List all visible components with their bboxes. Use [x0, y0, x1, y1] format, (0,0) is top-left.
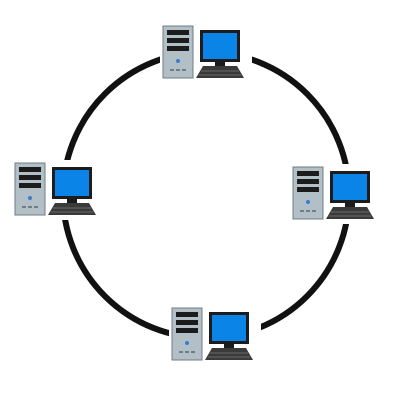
monitor-screen	[212, 315, 246, 341]
tower-slot	[182, 69, 186, 71]
tower-slot	[185, 351, 189, 353]
tower-slot	[306, 210, 310, 212]
keyboard-body	[205, 348, 253, 360]
keyboard-icon	[205, 348, 253, 360]
monitor-icon	[330, 171, 370, 207]
keyboard-icon	[48, 203, 96, 215]
tower-slot	[170, 69, 174, 71]
tower-power-led	[28, 196, 32, 200]
tower-slot	[28, 206, 32, 208]
keyboard-body	[326, 207, 374, 219]
tower-slot	[312, 210, 316, 212]
workstation-icon-bottom	[169, 305, 261, 365]
tower-slot	[34, 206, 38, 208]
tower-drive-bay	[176, 328, 198, 333]
tower-drive-bay	[297, 187, 319, 192]
tower-drive-bay	[19, 183, 41, 188]
tower-drive-bay	[297, 171, 319, 176]
monitor-stand	[215, 62, 225, 66]
tower-drive-bay	[167, 30, 189, 35]
tower-power-led	[306, 200, 310, 204]
tower-drive-bay	[176, 320, 198, 325]
keyboard-icon	[196, 66, 244, 78]
monitor-icon	[209, 312, 249, 348]
workstation-icon-right	[290, 164, 382, 224]
nodes-layer	[12, 23, 382, 365]
tower-drive-bay	[297, 179, 319, 184]
monitor-icon	[52, 167, 92, 203]
tower-icon	[292, 166, 324, 220]
tower-power-led	[176, 59, 180, 63]
tower-icon	[171, 307, 203, 361]
monitor-screen	[203, 33, 237, 59]
tower-icon	[14, 162, 46, 216]
monitor-screen	[55, 170, 89, 196]
monitor-icon	[200, 30, 240, 66]
tower-drive-bay	[176, 312, 198, 317]
tower-drive-bay	[167, 46, 189, 51]
monitor-screen	[333, 174, 367, 200]
keyboard-body	[196, 66, 244, 78]
keyboard-icon	[326, 207, 374, 219]
tower-slot	[176, 69, 180, 71]
monitor-stand	[345, 203, 355, 207]
tower-power-led	[185, 341, 189, 345]
workstation-icon-left	[12, 160, 104, 220]
tower-slot	[300, 210, 304, 212]
workstation-icon-top	[160, 23, 252, 83]
monitor-stand	[67, 199, 77, 203]
monitor-stand	[224, 344, 234, 348]
tower-icon	[162, 25, 194, 79]
tower-drive-bay	[19, 175, 41, 180]
tower-slot	[22, 206, 26, 208]
tower-drive-bay	[19, 167, 41, 172]
tower-slot	[191, 351, 195, 353]
tower-drive-bay	[167, 38, 189, 43]
tower-slot	[179, 351, 183, 353]
keyboard-body	[48, 203, 96, 215]
